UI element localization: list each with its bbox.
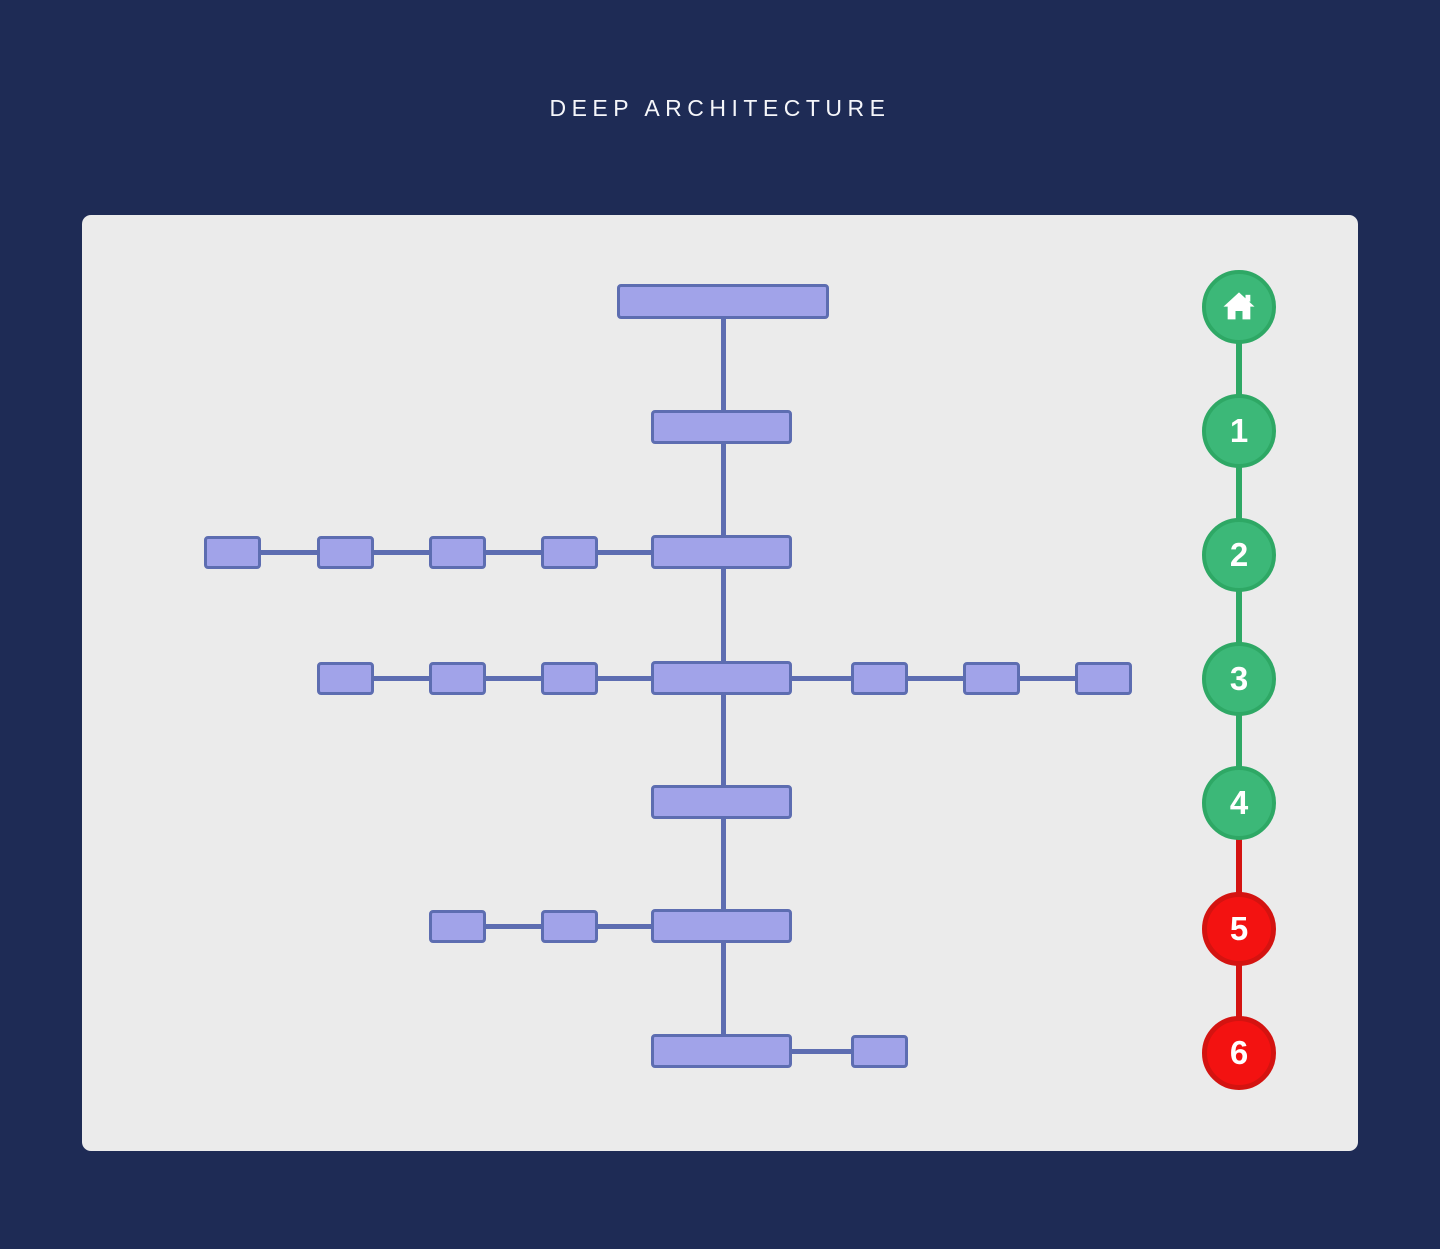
diagram-node-row-4-level-3-child-2[interactable]	[429, 661, 486, 695]
diagram-node-row-3-level-2-child-2[interactable]	[317, 535, 374, 569]
step-connector-6	[1236, 929, 1242, 1053]
diagram-node-row-3-level-2[interactable]	[651, 535, 792, 569]
diagram-node-row-4-level-3-child-4[interactable]	[851, 661, 908, 695]
diagram-node-row-3-level-2-child-3[interactable]	[429, 535, 486, 569]
step-5[interactable]: 5	[1202, 892, 1276, 966]
step-connector-1	[1236, 307, 1242, 431]
connector-line-right-row-4-level-3	[792, 675, 1104, 681]
step-1[interactable]: 1	[1202, 394, 1276, 468]
diagram-node-row-4-level-3-child-3[interactable]	[541, 661, 598, 695]
step-3[interactable]: 3	[1202, 642, 1276, 716]
step-2[interactable]: 2	[1202, 518, 1276, 592]
step-connector-3	[1236, 555, 1242, 679]
diagram-node-row-1-home[interactable]	[617, 283, 829, 319]
connector-line-left-row-4-level-3	[345, 675, 651, 681]
step-label: 4	[1229, 784, 1249, 821]
diagram-node-row-5-level-4[interactable]	[651, 785, 792, 819]
diagram-node-row-4-level-3-child-5[interactable]	[963, 661, 1020, 695]
diagram-node-row-3-level-2-child-1[interactable]	[204, 535, 261, 569]
diagram-node-row-2-level-1[interactable]	[651, 410, 792, 444]
step-label: 3	[1229, 660, 1249, 697]
diagram-node-row-4-level-3-child-1[interactable]	[317, 661, 374, 695]
diagram-node-row-4-level-3-child-6[interactable]	[1075, 661, 1132, 695]
step-connector-2	[1236, 431, 1242, 555]
diagram-node-row-6-level-5[interactable]	[651, 909, 792, 943]
diagram-node-row-3-level-2-child-4[interactable]	[541, 535, 598, 569]
step-label: 5	[1229, 910, 1249, 947]
page-title: DEEP ARCHITECTURE	[549, 95, 891, 121]
step-label: 2	[1229, 536, 1249, 573]
step-6[interactable]: 6	[1202, 1016, 1276, 1090]
step-label: 1	[1229, 412, 1249, 449]
connector-line-right-row-7-level-6	[792, 1048, 880, 1054]
home-icon	[1223, 292, 1255, 320]
diagram-node-row-6-level-5-child-1[interactable]	[429, 909, 486, 943]
diagram-node-row-6-level-5-child-2[interactable]	[541, 909, 598, 943]
step-label: 6	[1229, 1034, 1249, 1071]
diagram-node-row-7-level-6[interactable]	[651, 1034, 792, 1068]
step-4[interactable]: 4	[1202, 766, 1276, 840]
step-connector-4	[1236, 679, 1242, 803]
step-connector-5	[1236, 803, 1242, 929]
diagram-node-row-7-level-6-child-1[interactable]	[851, 1034, 908, 1068]
step-home[interactable]	[1202, 270, 1276, 344]
diagram-node-row-4-level-3[interactable]	[651, 661, 792, 695]
